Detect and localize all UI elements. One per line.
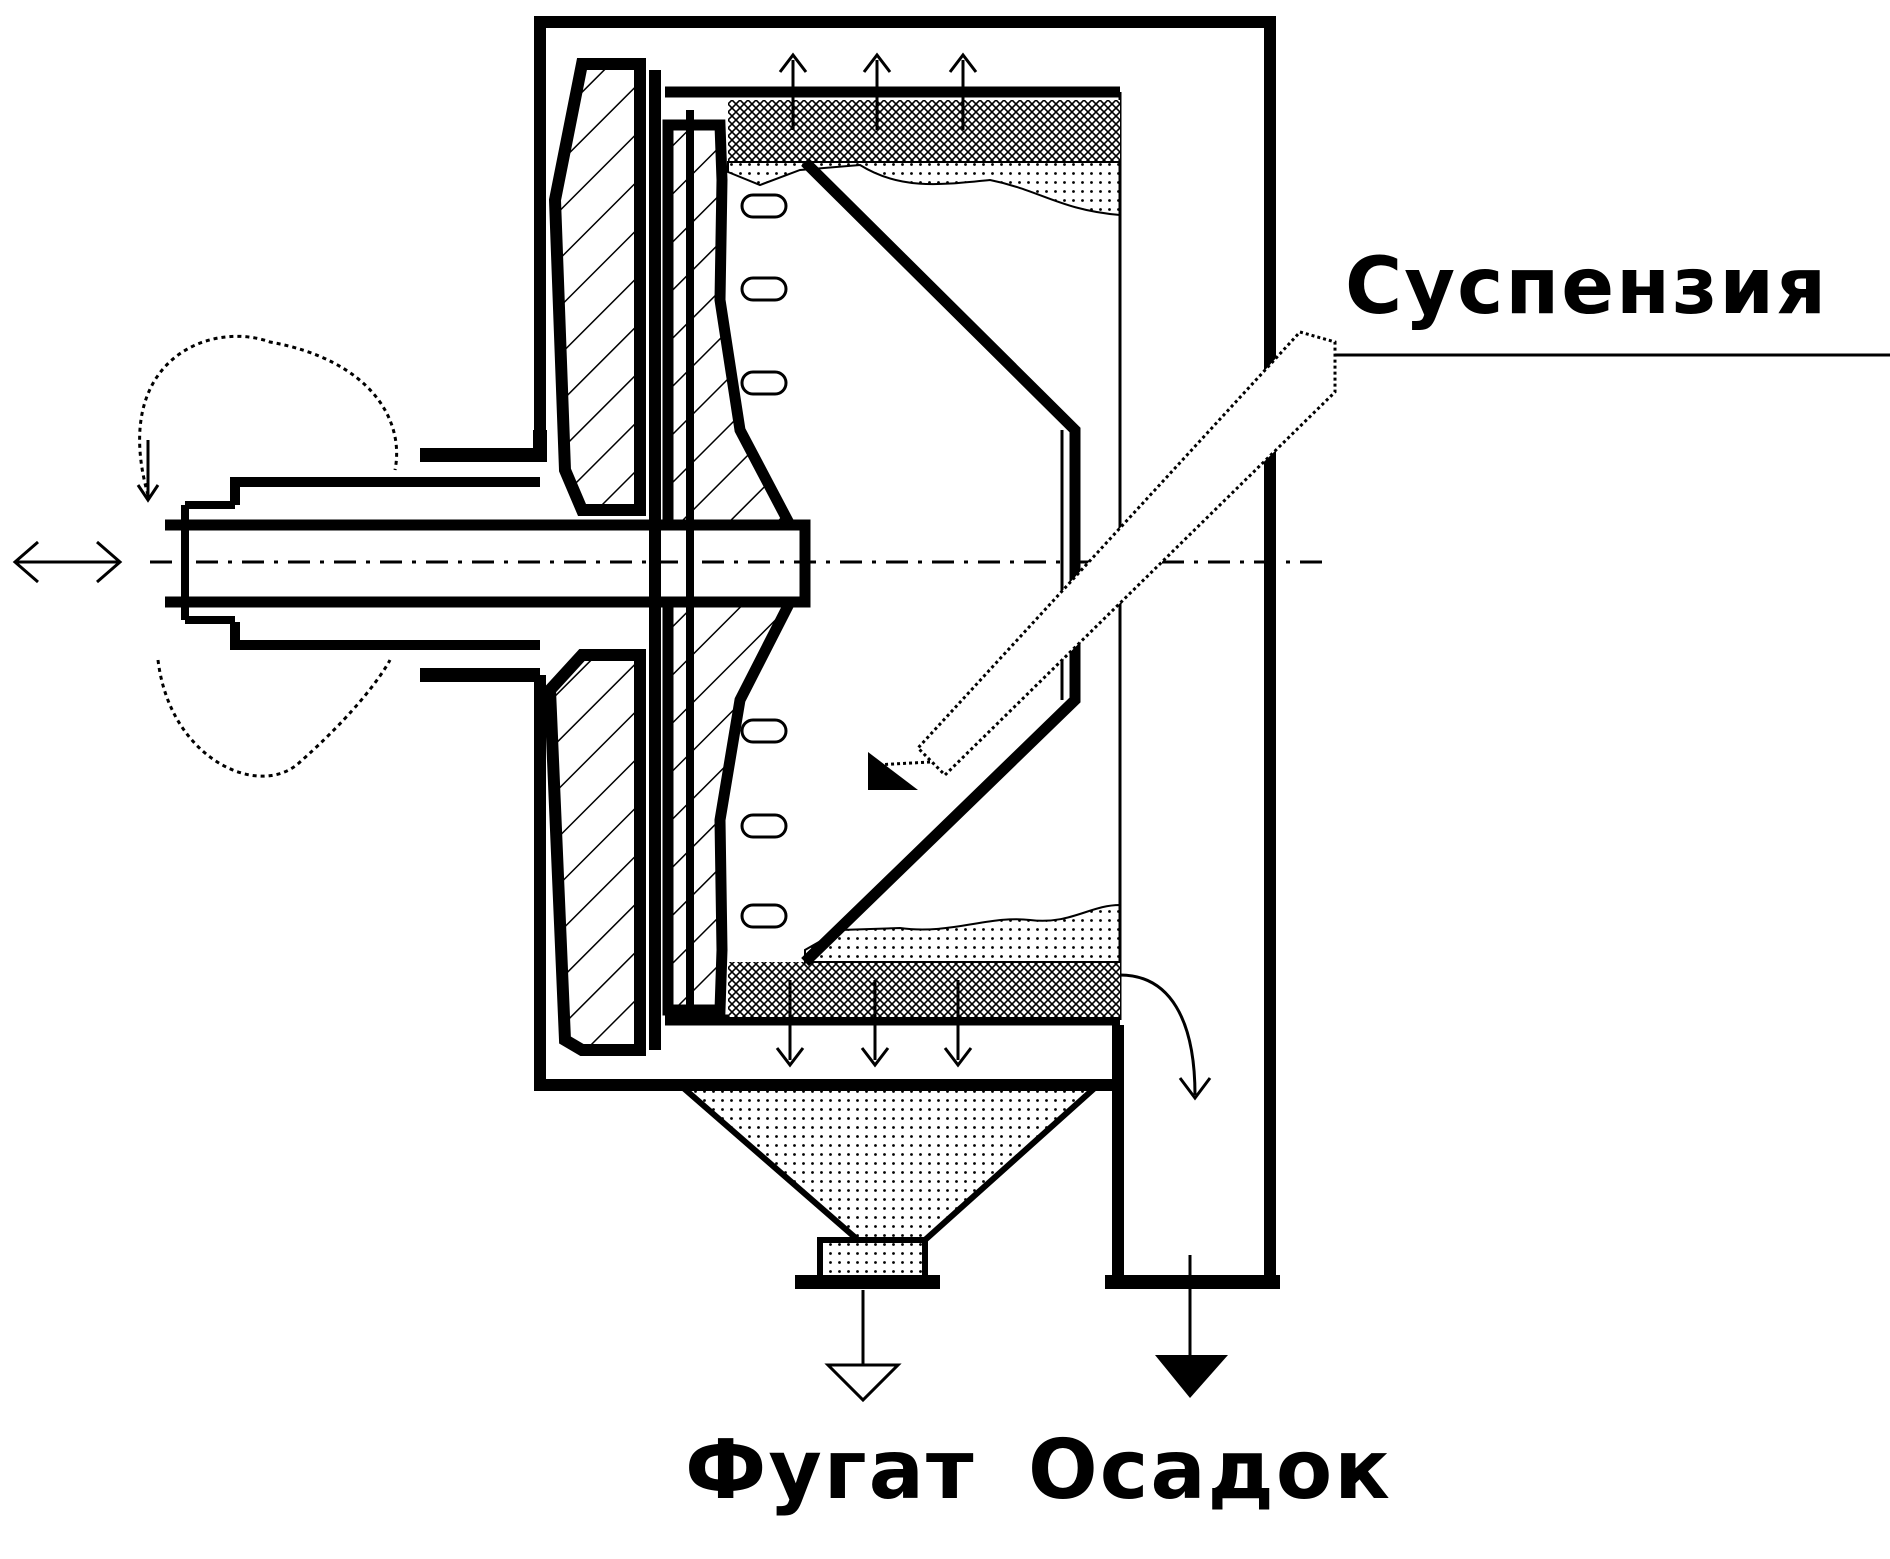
sediment-label: Осадок <box>1028 1423 1392 1518</box>
rotor-hub <box>543 58 661 1056</box>
rotation-arrow-icon <box>138 334 399 778</box>
reciprocating-arrow-icon <box>12 540 123 584</box>
rotation-arrowhead <box>136 440 160 503</box>
feed-pipe <box>868 330 1890 790</box>
fugate-outlet-arrow-icon <box>824 1290 902 1403</box>
pusher-disk <box>662 110 800 1025</box>
flow-arrow-icon <box>775 980 973 1068</box>
fugate-hopper <box>671 1082 1106 1289</box>
sediment-layer <box>727 161 1121 963</box>
flow-arrow-icon <box>1119 973 1212 1101</box>
sediment-outlet-arrow-icon <box>1155 1255 1228 1398</box>
bearing-housing <box>230 430 547 682</box>
fugate-label: Фугат <box>685 1423 976 1518</box>
perforation-slots <box>740 193 788 929</box>
flow-arrow-icon <box>778 52 978 130</box>
suspension-label: Суспензия <box>1345 242 1829 332</box>
